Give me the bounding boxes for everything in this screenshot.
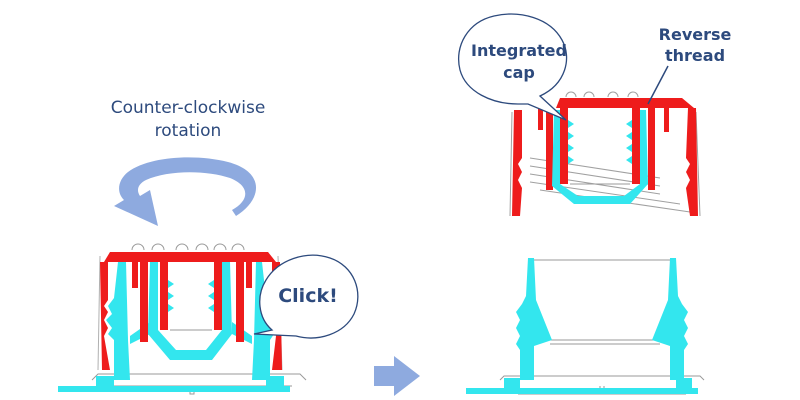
integrated-cap-label-line2: cap — [503, 63, 535, 82]
counter-clockwise-arrow-icon — [114, 157, 257, 226]
reverse-thread-label-line2: thread — [665, 46, 725, 65]
rotation-label-line2: rotation — [155, 121, 222, 141]
removed-cap-drawing — [509, 91, 701, 217]
spout-part — [58, 262, 290, 392]
right-arrow-icon — [374, 356, 420, 396]
rotation-label-line1: Counter-clockwise — [111, 98, 266, 118]
open-spout-drawing — [466, 258, 705, 395]
integrated-cap-speech-bubble: Integrated cap — [458, 13, 568, 121]
cap-top-bumps — [131, 243, 245, 251]
reverse-thread-label-line1: Reverse — [659, 25, 732, 44]
click-label: Click! — [278, 285, 338, 307]
reverse-thread-callout: Reverse thread — [647, 25, 732, 105]
click-speech-bubble: Click! — [253, 254, 359, 339]
integrated-cap-label-line1: Integrated — [471, 41, 567, 60]
